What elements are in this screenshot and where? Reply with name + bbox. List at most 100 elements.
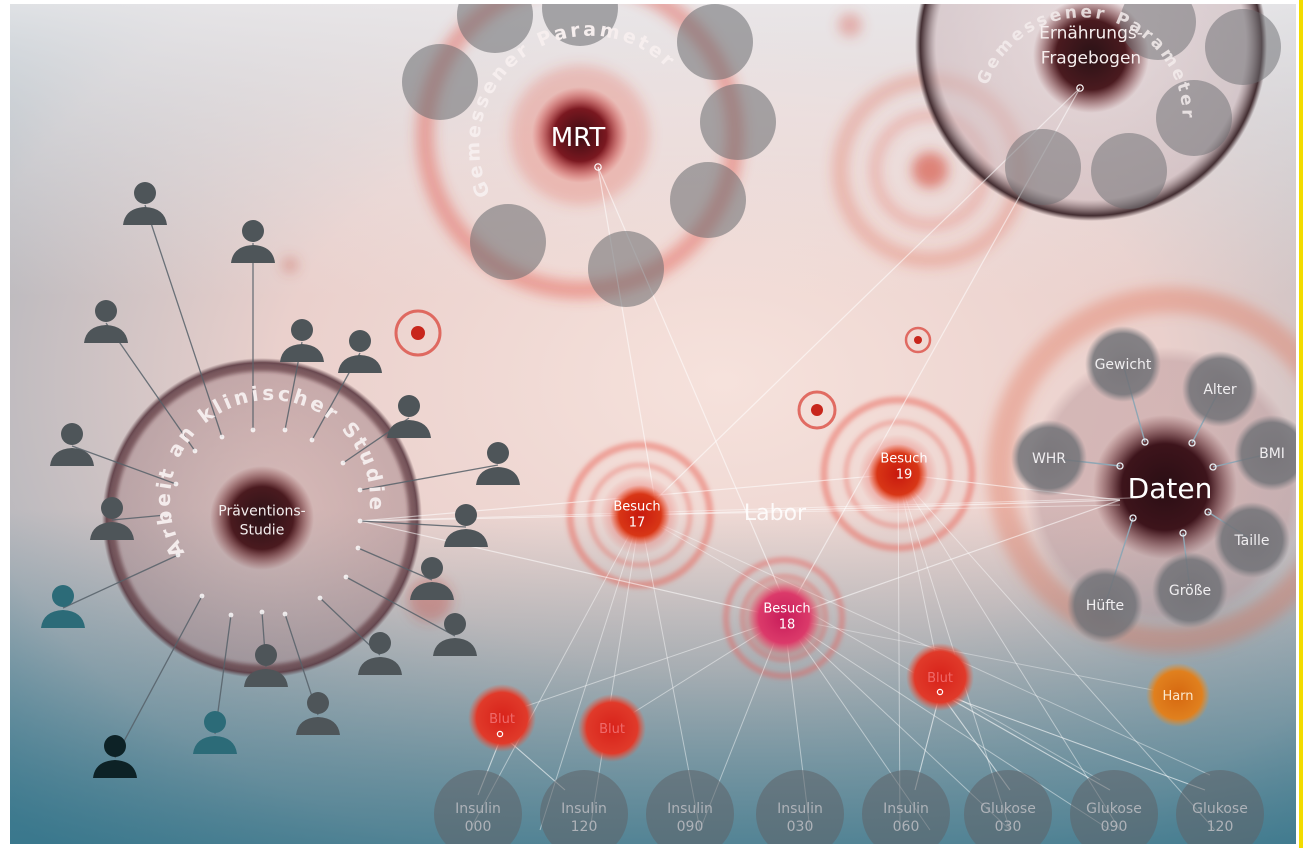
participant-link xyxy=(105,322,196,452)
participant-link xyxy=(144,204,223,438)
mrt-port xyxy=(594,163,602,171)
participant-link xyxy=(114,595,203,759)
blood-sample-node[interactable] xyxy=(578,694,646,762)
connection-line xyxy=(359,520,785,619)
participant-link xyxy=(62,554,179,609)
participant-port xyxy=(259,609,265,615)
visit-node[interactable] xyxy=(610,485,670,545)
participant-port xyxy=(282,611,288,617)
daten-attribute-bubble[interactable] xyxy=(1152,552,1228,628)
daten-attribute-label: Hüfte xyxy=(1086,598,1124,614)
visit-node[interactable] xyxy=(748,582,820,654)
connection-line xyxy=(639,504,1121,516)
lab-value-node[interactable] xyxy=(756,770,844,848)
connection-line xyxy=(359,514,641,522)
mrt-parameter-bubble xyxy=(470,204,546,280)
participant-port xyxy=(175,552,181,558)
mrt-parameter-bubble xyxy=(402,44,478,120)
blood-sample-label: Blut xyxy=(599,722,625,737)
attribute-port xyxy=(1204,508,1212,516)
frame-left xyxy=(0,0,10,848)
target-markers xyxy=(394,309,932,430)
participant-port xyxy=(199,593,205,599)
participant-port xyxy=(317,595,323,601)
daten-attribute-label: Größe xyxy=(1169,583,1211,599)
participant-icon xyxy=(296,692,340,735)
mrt-parameter-bubble xyxy=(700,84,776,160)
mrt-parameter-bubble xyxy=(677,4,753,80)
participant-icon xyxy=(410,557,454,600)
participant-port xyxy=(250,427,256,433)
blood-sample-node[interactable] xyxy=(906,643,974,711)
mrt-parameter-bubble xyxy=(457,0,533,53)
daten-attribute-bubble[interactable] xyxy=(1182,351,1258,427)
participant-link xyxy=(71,445,177,485)
participant-port xyxy=(282,427,288,433)
mrt-parameter-bubble xyxy=(588,231,664,307)
blood-port xyxy=(936,688,944,696)
connection-line xyxy=(783,617,1179,696)
lab-value-node[interactable] xyxy=(862,770,950,848)
lab-value-node[interactable] xyxy=(434,770,522,848)
daten-attribute-bubble[interactable] xyxy=(1234,415,1310,491)
participant-icon xyxy=(93,735,137,778)
participant-icon xyxy=(193,711,237,754)
visit-node[interactable] xyxy=(868,444,928,504)
daten-attribute-bubble[interactable] xyxy=(1085,326,1161,402)
daten-attribute-label: WHR xyxy=(1032,451,1066,467)
participant-port xyxy=(357,518,363,524)
daten-attribute-bubble[interactable] xyxy=(1067,567,1143,643)
lab-value-node[interactable] xyxy=(540,770,628,848)
blood-port xyxy=(496,730,504,738)
survey-parameter-bubble xyxy=(1205,9,1281,85)
urine-sample-node[interactable] xyxy=(1146,663,1210,727)
attribute-port xyxy=(1188,439,1196,447)
survey-parameter-bubble xyxy=(1091,133,1167,209)
participant-port xyxy=(192,448,198,454)
blood-sample-label: Blut xyxy=(927,671,953,686)
participant-port xyxy=(355,545,361,551)
survey-parameter-bubble xyxy=(1120,0,1196,60)
participant-icon xyxy=(433,613,477,656)
lab-value-node[interactable] xyxy=(1070,770,1158,848)
participant-port xyxy=(228,612,234,618)
daten-attribute-bubble[interactable] xyxy=(1011,420,1087,496)
attribute-port xyxy=(1179,529,1187,537)
lab-value-node[interactable] xyxy=(646,770,734,848)
attribute-port xyxy=(1116,462,1124,470)
survey-port xyxy=(1076,84,1084,92)
participant-icon xyxy=(444,504,488,547)
participant-link xyxy=(359,464,499,491)
connection-line xyxy=(639,514,1101,781)
mrt-title: MRT xyxy=(551,123,606,153)
participant-link xyxy=(345,576,456,637)
connection-line xyxy=(597,166,656,501)
participant-icon xyxy=(231,220,275,263)
survey-parameter-bubble xyxy=(1156,80,1232,156)
lab-value-node[interactable] xyxy=(1176,770,1264,848)
participant-icon xyxy=(338,330,382,373)
daten-attribute-label: Taille xyxy=(1233,533,1269,549)
connection-line xyxy=(499,617,785,716)
daten-attribute-bubble[interactable] xyxy=(1214,502,1290,578)
participant-icon xyxy=(84,300,128,343)
study-hub xyxy=(102,358,422,678)
connection-line xyxy=(783,499,1121,619)
participant-link xyxy=(111,514,167,521)
participant-icon xyxy=(358,632,402,675)
lab-value-node[interactable] xyxy=(964,770,1052,848)
blood-sample-node[interactable] xyxy=(468,684,536,752)
daten-title: Daten xyxy=(1128,472,1213,505)
urine-sample-label: Harn xyxy=(1162,689,1193,704)
survey-parameter-bubble xyxy=(1005,129,1081,205)
connection-line xyxy=(939,692,1111,791)
